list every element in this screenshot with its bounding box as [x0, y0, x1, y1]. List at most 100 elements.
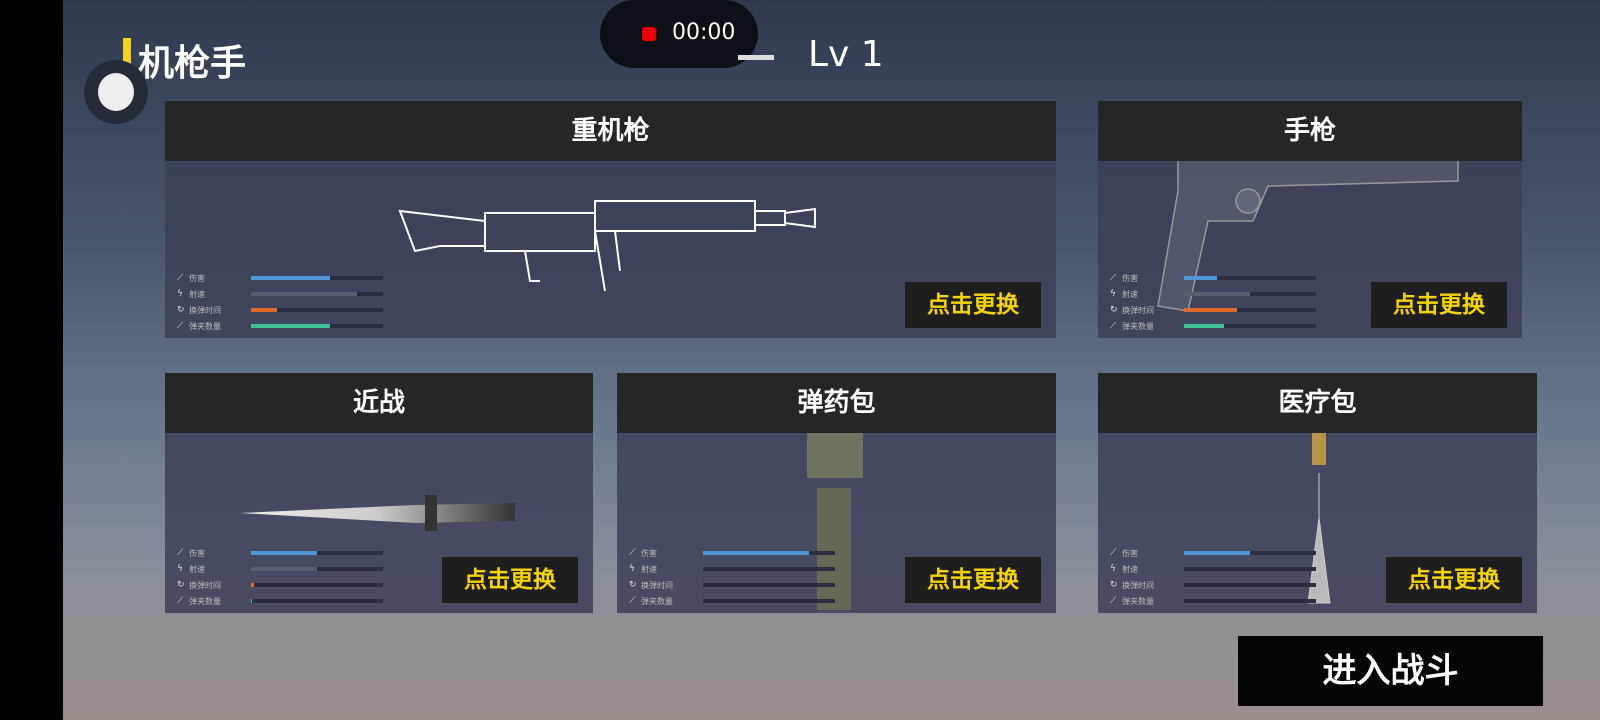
stat-icon: ⟋: [177, 273, 184, 283]
stat-fill: [1184, 276, 1217, 280]
item-image: [165, 161, 1056, 338]
change-item-button[interactable]: 点击更换: [905, 282, 1041, 328]
stat-icon: ↻: [1110, 580, 1118, 590]
change-item-button[interactable]: 点击更换: [442, 557, 578, 603]
stat-label: 换弹时间: [189, 580, 221, 590]
enter-battle-button[interactable]: 进入战斗: [1238, 636, 1543, 706]
stat-track: [251, 551, 383, 555]
stat-icon: ⟋: [1110, 548, 1117, 558]
stat-row: ⟋ 伤害: [629, 545, 835, 561]
stat-icon: ⟋: [1110, 321, 1117, 331]
stat-track: [703, 551, 835, 555]
stat-fill: [1184, 292, 1250, 296]
card-title: 弹药包: [617, 373, 1056, 433]
stat-icon: ϟ: [629, 564, 635, 574]
change-item-button[interactable]: 点击更换: [1371, 282, 1507, 328]
title-accent: [123, 38, 131, 74]
stat-label: 射速: [1122, 289, 1138, 299]
stat-track: [251, 583, 383, 587]
screen-record-indicator[interactable]: 00:00: [600, 0, 758, 68]
stat-label: 伤害: [641, 548, 657, 558]
stat-row: ↻ 换弹时间: [1110, 577, 1316, 593]
stat-row: ↻换弹时间: [629, 577, 835, 593]
stat-fill: [703, 551, 809, 555]
stat-track: [251, 308, 383, 312]
stat-label: 换弹时间: [189, 305, 221, 315]
stat-track: [703, 567, 835, 571]
stat-row: ⟋ 伤害: [177, 270, 383, 286]
stat-icon: ↻: [177, 305, 185, 315]
stat-label: 弹夹数量: [641, 596, 673, 606]
stat-track: [1184, 599, 1316, 603]
stat-icon: ⟋: [177, 596, 184, 606]
stat-row: ↻换弹时间: [1110, 302, 1316, 318]
item-image: [1098, 150, 1522, 338]
stat-fill: [251, 276, 331, 280]
stat-track: [703, 599, 835, 603]
stat-fill: [251, 292, 357, 296]
stat-track: [1184, 276, 1316, 280]
class-title: 机枪手: [138, 43, 247, 84]
stat-track: [251, 292, 383, 296]
stat-icon: ⟋: [177, 321, 184, 331]
stat-icon: ⟋: [177, 548, 184, 558]
change-item-button[interactable]: 点击更换: [905, 557, 1041, 603]
stat-fill: [251, 551, 317, 555]
stat-label: 换弹时间: [1122, 580, 1154, 590]
stat-label: 弹夹数量: [1122, 596, 1154, 606]
card-title: 重机枪: [165, 101, 1056, 161]
stat-fill: [251, 308, 278, 312]
card-title: 近战: [165, 373, 593, 433]
stat-label: 弹夹数量: [1122, 321, 1154, 331]
change-item-button[interactable]: 点击更换: [1386, 557, 1522, 603]
stat-track: [251, 599, 383, 603]
stat-row: ⟋ 伤害: [177, 545, 383, 561]
joystick-button[interactable]: [84, 60, 148, 124]
stat-track: [251, 567, 383, 571]
stat-fill: [251, 324, 331, 328]
stat-label: 射速: [1122, 564, 1138, 574]
stat-label: 弹夹数量: [189, 321, 221, 331]
stat-label: 射速: [189, 564, 205, 574]
stat-track: [1184, 292, 1316, 296]
stat-icon: ⟋: [629, 548, 636, 558]
stat-icon: ↻: [177, 580, 185, 590]
stat-track: [703, 583, 835, 587]
card-title: 医疗包: [1098, 373, 1537, 433]
stat-track: [1184, 308, 1316, 312]
stat-row: ⟋ 伤害: [1110, 545, 1316, 561]
stat-label: 伤害: [1122, 273, 1138, 283]
stat-label: 弹夹数量: [189, 596, 221, 606]
stat-fill: [251, 567, 317, 571]
record-time: 00:00: [672, 20, 736, 45]
stat-track: [1184, 551, 1316, 555]
stat-row: ⟋ 弹夹数量: [1110, 593, 1316, 609]
card-title: 手枪: [1098, 101, 1522, 161]
stat-fill: [1184, 308, 1237, 312]
stat-label: 伤害: [189, 273, 205, 283]
stat-icon: ⟋: [1110, 273, 1117, 283]
stat-track: [1184, 567, 1316, 571]
stat-label: 换弹时间: [641, 580, 673, 590]
stat-row: ↻ 换弹时间: [177, 302, 383, 318]
stat-icon: ⟋: [1110, 596, 1117, 606]
record-icon: [642, 27, 656, 41]
stat-label: 射速: [189, 289, 205, 299]
stat-icon: ↻: [1110, 305, 1118, 315]
stat-fill: [251, 583, 254, 587]
stat-label: 伤害: [189, 548, 205, 558]
stat-label: 伤害: [1122, 548, 1138, 558]
stat-icon: ⟋: [629, 596, 636, 606]
